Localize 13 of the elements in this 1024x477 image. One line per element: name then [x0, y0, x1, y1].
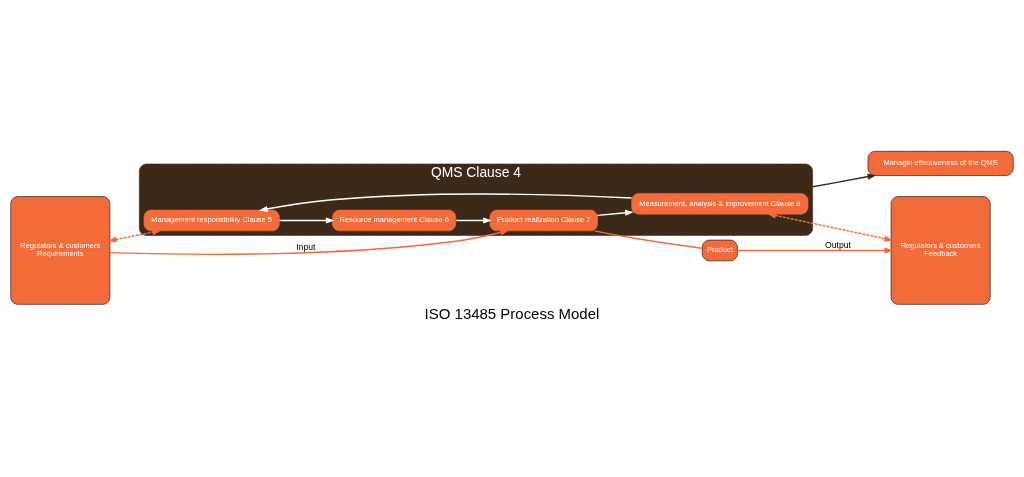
arrow	[107, 229, 162, 243]
arrow	[109, 229, 509, 256]
arrow	[258, 193, 633, 212]
arrow	[278, 217, 335, 224]
arrow	[767, 212, 894, 242]
edge-label: Output	[825, 239, 851, 250]
diagram-title: ISO 13485 Process Model	[424, 304, 600, 322]
edge-label: Input	[296, 241, 316, 252]
arrow	[736, 247, 894, 254]
arrow	[455, 217, 492, 224]
arrow	[811, 173, 877, 188]
arrow	[597, 209, 634, 217]
connector	[593, 230, 703, 249]
